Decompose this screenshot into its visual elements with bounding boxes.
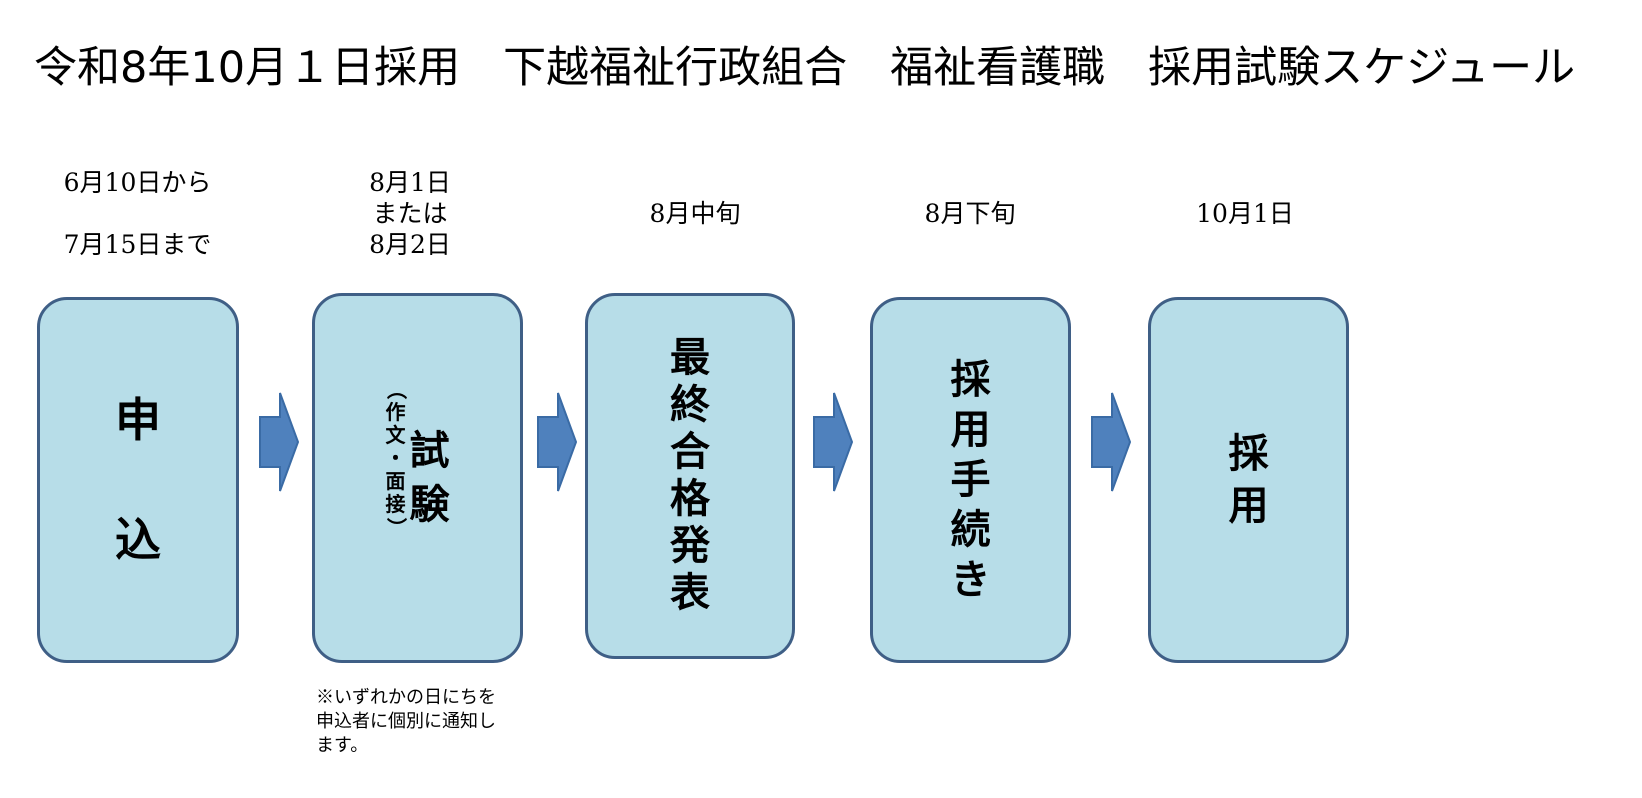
label-char: 発	[670, 523, 710, 569]
label-char: （	[384, 379, 408, 399]
step-2-sublabel: （作文・面接）	[384, 378, 408, 539]
arrow-2-shape	[537, 392, 578, 492]
step-2-label: 試験	[410, 424, 450, 532]
label-char: 続	[950, 507, 991, 553]
arrow-4-shape	[1091, 392, 1132, 492]
label-char: 文	[385, 422, 406, 447]
label-char: 申	[115, 393, 161, 447]
step-2-date: 8月1日 または 8月2日	[360, 167, 460, 260]
step-5-label: 採用	[1229, 428, 1269, 532]
arrow-4-icon	[1091, 392, 1132, 492]
step-5-date-line-1: 10月1日	[1196, 199, 1294, 228]
step-3-date-line-1: 8月中旬	[649, 199, 741, 228]
step-4-date: 8月下旬	[905, 198, 1035, 229]
label-char: き	[950, 557, 991, 603]
step-2-box: 試験 （作文・面接）	[312, 293, 523, 663]
label-char: 面	[385, 468, 406, 493]
arrow-3-icon	[813, 392, 854, 492]
label-char: ・	[385, 445, 406, 470]
label-char: 験	[409, 482, 450, 528]
step-3-box: 最終合格発表	[585, 293, 795, 659]
arrow-2-icon	[537, 392, 578, 492]
arrow-3-shape	[813, 392, 854, 492]
label-char: 用	[950, 407, 991, 453]
label-char: 用	[1228, 483, 1269, 529]
label-char: 表	[670, 570, 710, 616]
step-4-date-line-1: 8月下旬	[924, 199, 1016, 228]
step-1-date-line-2	[50, 198, 225, 229]
label-char: 試	[409, 428, 450, 474]
label-char: 込	[115, 513, 161, 567]
step-3-label: 最終合格発表	[670, 335, 710, 617]
arrow-1-icon	[259, 392, 300, 492]
step-2-date-line-3: 8月2日	[369, 230, 451, 259]
step-4-label: 採用手続き	[951, 355, 991, 605]
label-char: 採	[950, 357, 991, 403]
step-1-date-line-1: 6月10日から	[63, 168, 212, 197]
step-1-date-line-3: 7月15日まで	[63, 230, 212, 259]
step-5-box: 採用	[1148, 297, 1349, 663]
label-char: 作	[385, 399, 406, 424]
label-char: 手	[950, 457, 991, 503]
page-title: 令和8年10月１日採用 下越福祉行政組合 福祉看護職 採用試験スケジュール	[34, 43, 1576, 93]
step-2-date-line-1: 8月1日	[369, 168, 451, 197]
step-4-box: 採用手続き	[870, 297, 1071, 663]
step-1-box: 申込	[37, 297, 239, 663]
step-1-date: 6月10日から 7月15日まで	[50, 167, 225, 260]
label-char: 終	[670, 382, 710, 428]
label-char: 格	[670, 476, 710, 522]
label-char: ）	[384, 517, 408, 537]
step-5-date: 10月1日	[1180, 198, 1310, 229]
arrow-1-shape	[259, 392, 300, 492]
label-char: 合	[670, 429, 710, 475]
step-1-label: 申込	[115, 390, 161, 570]
step-3-date: 8月中旬	[630, 198, 760, 229]
note-text: ※いずれかの日にちを申込者に個別に通知します。	[316, 687, 496, 756]
label-char: 接	[385, 491, 406, 516]
step-2-date-line-2: または	[372, 199, 448, 228]
label-char: 最	[670, 335, 710, 381]
label-char: 採	[1228, 431, 1269, 477]
